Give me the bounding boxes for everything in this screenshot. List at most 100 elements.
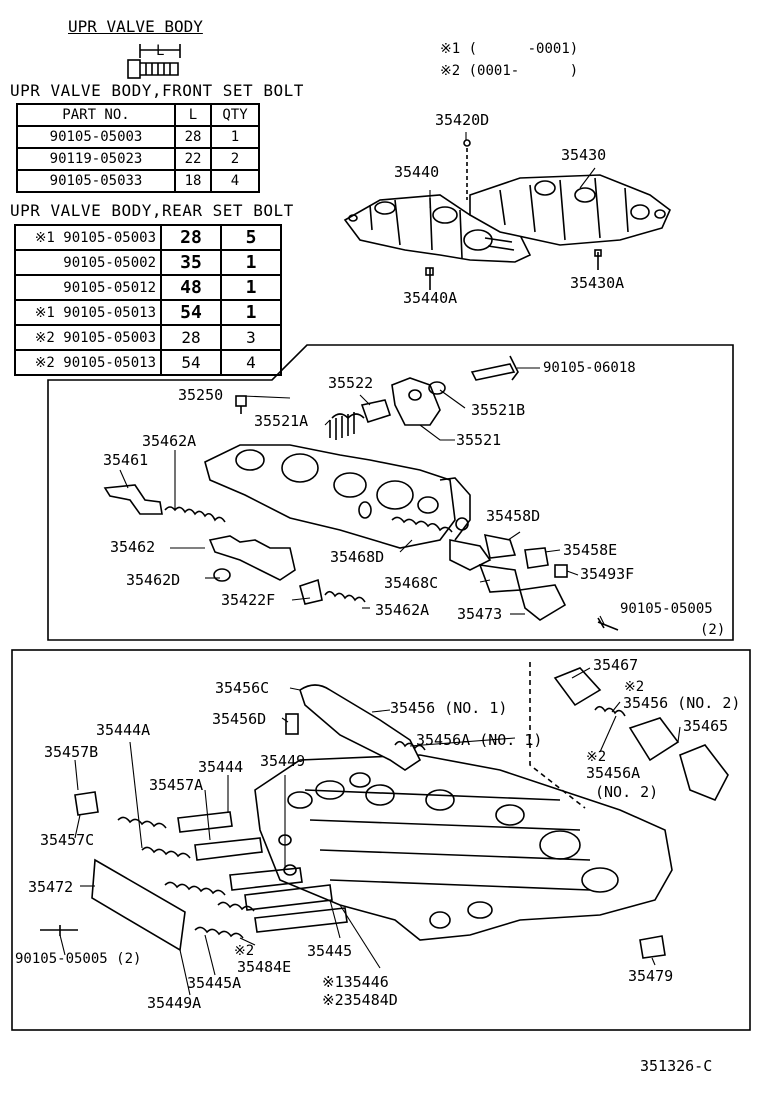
table-row: 90105-05012 48 1: [14, 274, 282, 301]
table-row: 90105-05033 18 4: [16, 169, 260, 193]
part-no-cell: 90119-05023: [16, 147, 176, 171]
bolt-length-label: L: [156, 43, 165, 59]
callout-35484D: ※235484D: [322, 991, 398, 1009]
callout-35462D: 35462D: [126, 571, 181, 589]
table-row: 90105-05003 28 1: [16, 125, 260, 149]
callout-35250: 35250: [178, 386, 224, 404]
callout-90105-05005-bottom: 90105-05005 (2): [15, 951, 142, 967]
callout-35445A: 35445A: [187, 974, 242, 992]
table-row: 90119-05023 22 2: [16, 147, 260, 171]
callout-35521: 35521: [456, 431, 502, 449]
callout-35449A: 35449A: [147, 994, 202, 1012]
note-2-range: (0001- ): [468, 63, 579, 79]
length-cell: 48: [160, 274, 222, 301]
callout-90105-06018: 90105-06018: [543, 360, 636, 376]
callout-35420D: 35420D: [435, 111, 490, 129]
valve-body-35430: [469, 174, 671, 246]
note-1: ※1 ( -0001): [440, 42, 578, 56]
front-set-bolt-table: PART NO. L QTY 90105-05003 28 1 90119-05…: [16, 103, 260, 193]
callout-35467: 35467: [593, 656, 639, 674]
callout-35472: 35472: [28, 878, 74, 896]
col-qty: QTY: [210, 103, 260, 127]
length-cell: 35: [160, 249, 222, 276]
table-row: ※1 90105-05003 28 5: [14, 224, 282, 251]
qty-cell: 2: [210, 147, 260, 171]
note-1-mark: ※1: [440, 41, 461, 57]
bottom-section-valves: [40, 662, 729, 959]
part-no-cell: ※2 90105-05003: [14, 324, 162, 351]
callout-35430: 35430: [561, 146, 607, 164]
callout-35456A-no2-suffix: (NO. 2): [595, 783, 659, 801]
callout-35457C: 35457C: [40, 831, 95, 849]
part-no-cell: 90105-05003: [16, 125, 176, 149]
part-no-cell: 90105-05033: [16, 169, 176, 193]
part-no-cell: ※1 90105-05013: [14, 299, 162, 326]
callout-35422F: 35422F: [221, 591, 276, 609]
page-title: UPR VALVE BODY: [68, 17, 203, 36]
length-cell: 54: [160, 299, 222, 326]
front-table-heading: UPR VALVE BODY,FRONT SET BOLT: [10, 81, 304, 100]
length-cell: 54: [160, 349, 222, 376]
rear-table-heading: UPR VALVE BODY,REAR SET BOLT: [10, 201, 294, 220]
callout-note2-a: ※2: [624, 679, 645, 695]
rear-set-bolt-table: ※1 90105-05003 28 5 90105-05002 35 1 901…: [14, 224, 282, 376]
leader-lines: [59, 132, 681, 996]
callout-35468C: 35468C: [384, 574, 439, 592]
callout-35462: 35462: [110, 538, 156, 556]
callout-35521B: 35521B: [471, 401, 526, 419]
callout-35444: 35444: [198, 758, 244, 776]
callout-35456C: 35456C: [215, 679, 270, 697]
callout-35521A: 35521A: [254, 412, 309, 430]
callout-35465: 35465: [683, 717, 729, 735]
qty-cell: 5: [220, 224, 282, 251]
callout-35456D: 35456D: [212, 710, 267, 728]
table-row: 90105-05002 35 1: [14, 249, 282, 276]
bolt-icon: [127, 44, 181, 79]
callout-35456-no1: 35456 (NO. 1): [390, 699, 508, 717]
callout-35449: 35449: [260, 752, 306, 770]
middle-section-small-parts: [103, 355, 619, 631]
callout-90105-05005-mid-qty: (2): [700, 622, 726, 638]
table-row: ※1 90105-05013 54 1: [14, 299, 282, 326]
part-no-cell: 90105-05002: [14, 249, 162, 276]
callout-35458E: 35458E: [563, 541, 618, 559]
callout-35461: 35461: [103, 451, 149, 469]
callout-35444A: 35444A: [96, 721, 151, 739]
table-header-row: PART NO. L QTY: [16, 103, 260, 127]
length-cell: 28: [160, 224, 222, 251]
qty-cell: 3: [220, 324, 282, 351]
note-1-range: ( -0001): [468, 41, 579, 57]
qty-cell: 1: [220, 249, 282, 276]
part-no-cell: 90105-05012: [14, 274, 162, 301]
callout-35430A: 35430A: [570, 274, 625, 292]
callout-35473: 35473: [457, 605, 503, 623]
middle-section-frame: [47, 344, 734, 641]
callout-35522: 35522: [328, 374, 374, 392]
col-l: L: [174, 103, 212, 127]
table-row: ※2 90105-05013 54 4: [14, 349, 282, 376]
callout-35456-no2: 35456 (NO. 2): [623, 694, 741, 712]
callout-35462A-top: 35462A: [142, 432, 197, 450]
part-no-cell: ※1 90105-05003: [14, 224, 162, 251]
note-2: ※2 (0001- ): [440, 64, 578, 78]
table-row: ※2 90105-05003 28 3: [14, 324, 282, 351]
figure-id: 351326-C: [640, 1057, 713, 1075]
callout-35440: 35440: [394, 163, 440, 181]
qty-cell: 4: [220, 349, 282, 376]
callout-35456A-no2: 35456A: [586, 764, 641, 782]
qty-cell: 1: [220, 274, 282, 301]
callout-35493F: 35493F: [580, 565, 635, 583]
callout-35456A-no1: 35456A (NO. 1): [416, 731, 543, 749]
callout-90105-05005-mid: 90105-05005: [620, 601, 713, 617]
callout-note2-b: ※2: [586, 749, 607, 765]
callout-35484E: 35484E: [237, 958, 292, 976]
callout-note2-c: ※2: [234, 943, 255, 959]
part-no-cell: ※2 90105-05013: [14, 349, 162, 376]
callout-35457B: 35457B: [44, 743, 99, 761]
qty-cell: 1: [210, 125, 260, 149]
qty-cell: 1: [220, 299, 282, 326]
qty-cell: 4: [210, 169, 260, 193]
callout-35479: 35479: [628, 967, 674, 985]
note-2-mark: ※2: [440, 63, 461, 79]
